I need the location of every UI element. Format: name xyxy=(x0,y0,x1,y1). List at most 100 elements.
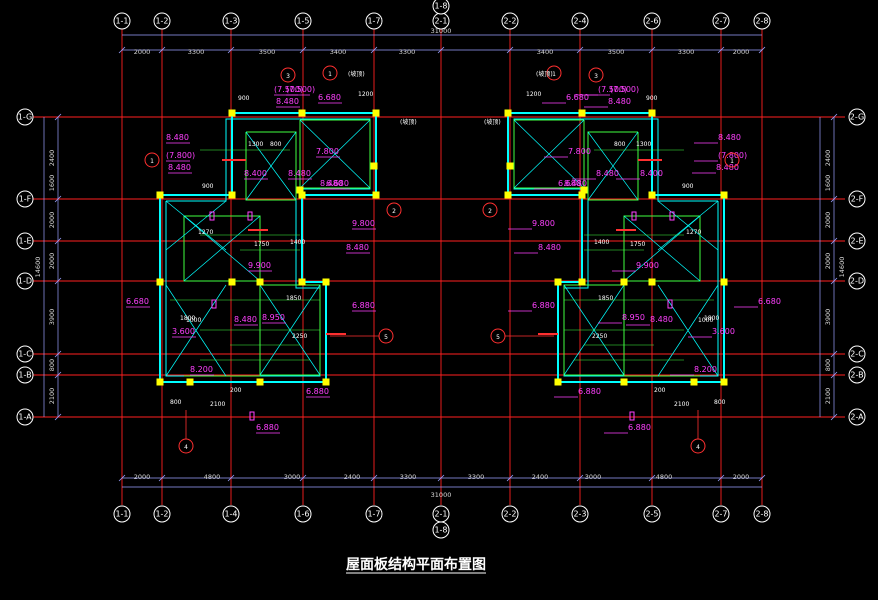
axis-bubble-left-circle xyxy=(16,190,34,208)
dim-tick xyxy=(758,46,766,54)
axis-bubble-bottom: 1-1 xyxy=(113,505,131,523)
detail-dimension: 800 xyxy=(270,141,282,148)
axis-bubble-top-label: 2-7 xyxy=(714,17,727,26)
detail-dimension: 1300 xyxy=(248,141,263,148)
axis-bubble-top-circle xyxy=(571,12,589,30)
dim-text-total: 31000 xyxy=(431,27,452,35)
axis-bubble-bottom: 2-8 xyxy=(753,505,771,523)
section-mark-label: 5 xyxy=(384,334,388,341)
elevation-label: 6.880 xyxy=(532,301,555,310)
elevation-label: (7.800) xyxy=(718,151,747,160)
axis-bubble-right-label: 2-A xyxy=(850,413,864,422)
dim-tick xyxy=(830,237,838,245)
axis-bubble-right-label: 2-C xyxy=(850,350,864,359)
axis-bubble-left: 1-F xyxy=(16,190,34,208)
column xyxy=(620,378,628,386)
roof-ridge xyxy=(513,119,585,189)
detail-dimension: 2100 xyxy=(674,401,689,408)
roof-ridge xyxy=(587,131,639,201)
elevation-label: 6.680 xyxy=(126,297,149,306)
column xyxy=(648,191,656,199)
axis-bubble-right-circle xyxy=(848,190,866,208)
dim-tick xyxy=(54,413,62,421)
roof-ridge xyxy=(245,131,297,201)
detail-dimension: 2250 xyxy=(592,333,607,340)
column xyxy=(256,278,264,286)
dim-tick xyxy=(370,474,378,482)
axis-bubble-bottom-circle xyxy=(643,505,661,523)
section-mark-label: 1 xyxy=(328,71,332,78)
axis-bubble-left-label: 1-B xyxy=(18,371,31,380)
elevation-label: 8.480 xyxy=(168,163,191,172)
detail-dimension: 800 xyxy=(614,141,626,148)
elevation-label: 6.680 xyxy=(558,179,581,188)
axis-bubble-top-circle xyxy=(294,12,312,30)
axis-bubble-bottom: 1-4 xyxy=(222,505,240,523)
axis-bubble-top-label: 2-1 xyxy=(434,17,447,26)
dim-text-right: 1600 xyxy=(824,175,832,192)
elevation-label: 8.480 xyxy=(234,315,257,324)
axis-bubble-left-circle xyxy=(16,366,34,384)
elevation-label: 8.950 xyxy=(262,313,285,322)
slope-tag: (坡顶) xyxy=(400,118,417,126)
axis-bubble-bottom-label: 1-4 xyxy=(224,510,237,519)
section-mark-label: 2 xyxy=(488,208,492,215)
section-mark xyxy=(546,65,562,81)
dim-text-bottom: 3000 xyxy=(585,473,602,481)
section-mark-label: 5 xyxy=(496,334,500,341)
column xyxy=(554,378,562,386)
elevation-label: (7.800) xyxy=(166,151,195,160)
axis-bubble-bottom-label: 2-3 xyxy=(573,510,586,519)
axis-bubble-right-label: 2-B xyxy=(850,371,863,380)
axis-bubble-bottom: 2-2 xyxy=(501,505,519,523)
axis-bubble-right-label: 2-G xyxy=(850,113,864,122)
axis-bubble-left-label: 1-F xyxy=(19,195,32,204)
dim-text-top: 2000 xyxy=(134,48,151,56)
column xyxy=(298,109,306,117)
dim-text-top: 3300 xyxy=(188,48,205,56)
axis-bubble-bottom-circle xyxy=(113,505,131,523)
axis-bubble-bottom-circle xyxy=(753,505,771,523)
dim-text-top: 2000 xyxy=(733,48,750,56)
axis-grid xyxy=(33,27,845,505)
detail-dimension: 2250 xyxy=(292,333,307,340)
dim-text-bottom: 3000 xyxy=(284,473,301,481)
axis-bubble-top: 2-7 xyxy=(712,12,730,30)
elevation-label: 8.200 xyxy=(694,365,717,374)
dim-text-bottom: 2000 xyxy=(134,473,151,481)
axis-bubble-top-circle xyxy=(365,12,383,30)
slope-tag: (坡顶) xyxy=(348,70,365,78)
column xyxy=(620,278,628,286)
roof-ridge xyxy=(299,119,371,189)
axis-bubble-top-sub-label: 1-8 xyxy=(434,2,447,11)
axis-bubble-bottom-circle xyxy=(712,505,730,523)
roof-ridge xyxy=(657,200,719,251)
axis-bubble-top: 2-6 xyxy=(643,12,661,30)
axis-bubble-right: 2-G xyxy=(848,108,866,126)
elevation-label: 6.880 xyxy=(306,387,329,396)
column xyxy=(504,109,512,117)
axis-bubble-right: 2-C xyxy=(848,345,866,363)
dim-text-right: 2100 xyxy=(824,388,832,405)
axis-bubble-right-circle xyxy=(848,272,866,290)
section-mark-label: 1 xyxy=(150,158,154,165)
axis-bubble-bottom-label: 1-6 xyxy=(296,510,309,519)
column xyxy=(228,191,236,199)
dim-tick xyxy=(118,46,126,54)
axis-bubble-top-label: 1-2 xyxy=(155,17,168,26)
dim-text-top: 3400 xyxy=(330,48,347,56)
axis-bubble-bottom-label: 1-2 xyxy=(155,510,168,519)
dim-tick xyxy=(830,113,838,121)
dim-text-left: 2000 xyxy=(48,212,56,229)
axis-bubble-top: 1-5 xyxy=(294,12,312,30)
dim-tick xyxy=(299,474,307,482)
level-marker xyxy=(631,211,637,221)
axis-bubble-left-circle xyxy=(16,345,34,363)
section-mark xyxy=(482,202,498,218)
axis-bubble-left: 1-G xyxy=(16,108,34,126)
axis-bubble-bottom: 2-1 xyxy=(432,505,450,523)
dim-text-right: 2000 xyxy=(824,253,832,270)
section-mark-label: 3 xyxy=(594,73,598,80)
detail-dimension: 900 xyxy=(682,183,694,190)
